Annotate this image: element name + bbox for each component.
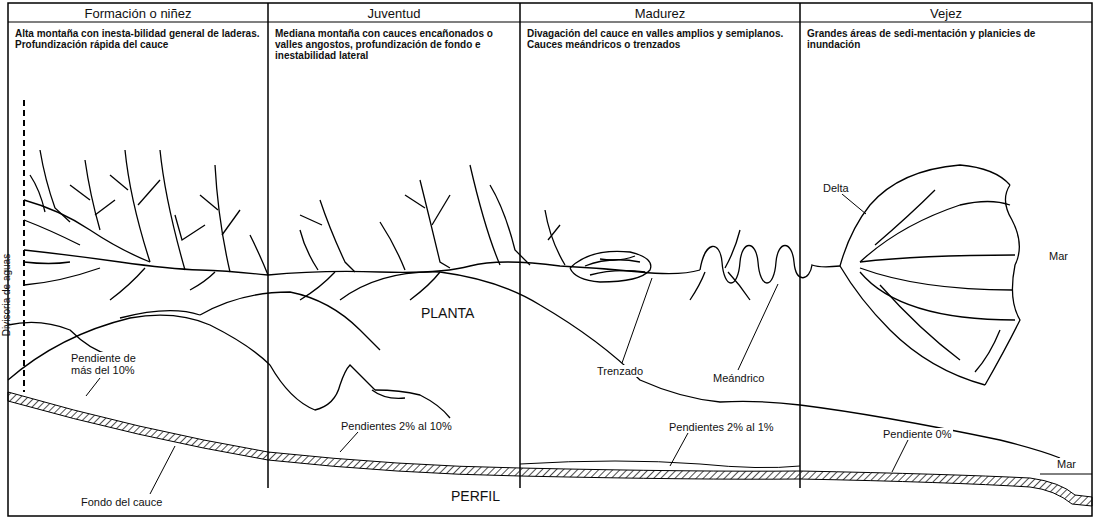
feature-label: Fondo del cauce [80, 496, 163, 508]
stage-column: VejezGrandes áreas de sedi-mentación y p… [801, 4, 1091, 50]
stage-title: Madurez [521, 4, 799, 23]
feature-label: Mar [1048, 250, 1069, 262]
axis-label: Divisoria de aguas [1, 253, 13, 337]
feature-label: Mar [1056, 458, 1077, 470]
stage-column: MadurezDivagación del cauce en valles am… [521, 4, 799, 50]
stage-column: JuventudMediana montaña con cauces encañ… [269, 4, 519, 61]
stage-title: Juventud [269, 4, 519, 23]
stage-description: Mediana montaña con cauces encañonados o… [269, 23, 519, 61]
feature-label: Trenzado [596, 365, 644, 377]
stage-description: Grandes áreas de sedi-mentación y planic… [801, 23, 1091, 50]
section-label: PERFIL [450, 488, 501, 504]
slope-label: Pendientes 2% al 1% [668, 421, 775, 433]
slope-label: Pendientes 2% al 10% [340, 420, 453, 432]
stage-description: Divagación del cauce en valles amplios y… [521, 23, 799, 50]
feature-label: Delta [822, 182, 850, 194]
stage-description: Alta montaña con inesta-bilidad general … [9, 23, 267, 50]
stage-column: Formación o niñezAlta montaña con inesta… [9, 4, 267, 50]
stage-title: Vejez [801, 4, 1091, 23]
feature-label: Meándrico [712, 372, 765, 384]
slope-label: Pendiente de más del 10% [70, 352, 152, 376]
section-label: PLANTA [420, 305, 475, 321]
slope-label: Pendiente 0% [882, 428, 953, 440]
stage-title: Formación o niñez [9, 4, 267, 23]
